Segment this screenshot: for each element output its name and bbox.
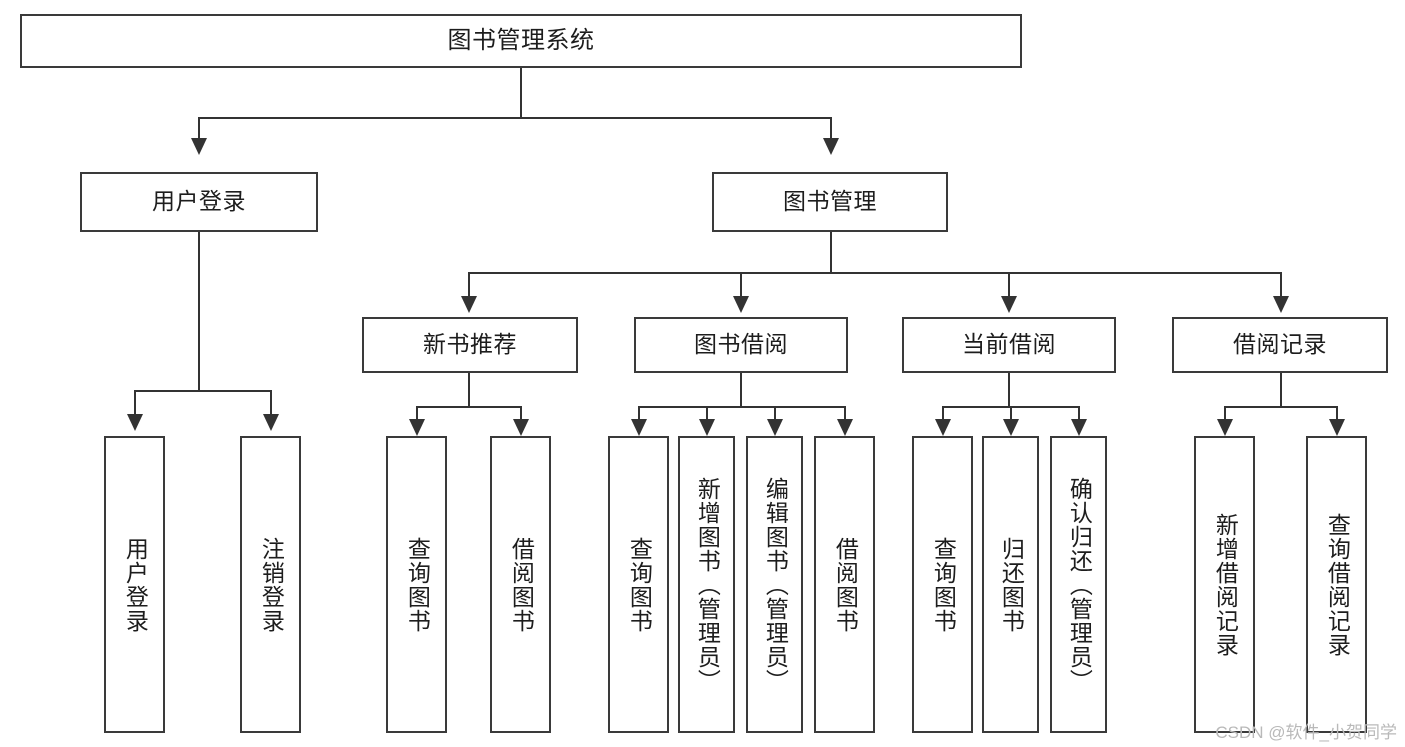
arrowhead-br-add — [1217, 419, 1233, 436]
arrowhead-cb-confirm — [1071, 419, 1087, 436]
node-label: 编辑图书（管理员） — [762, 476, 789, 693]
connector-drop-nb-query — [416, 406, 418, 422]
connector-drop-bb-borrow — [844, 406, 846, 422]
node-label: 查询图书 — [626, 536, 653, 633]
connector-book-borrow-bar — [638, 406, 844, 408]
leaf-cb-query-book[interactable]: 查询图书 — [912, 436, 973, 733]
leaf-nb-borrow-book[interactable]: 借阅图书 — [490, 436, 551, 733]
leaf-bb-query-book[interactable]: 查询图书 — [608, 436, 669, 733]
connector-root-stem — [520, 68, 522, 117]
leaf-nb-query-book[interactable]: 查询图书 — [386, 436, 447, 733]
node-book-borrow[interactable]: 图书借阅 — [634, 317, 848, 373]
connector-drop-book-borrow — [740, 272, 742, 298]
arrowhead-bb-add — [699, 419, 715, 436]
node-label: 借阅记录 — [1233, 331, 1327, 358]
connector-drop-cb-query — [942, 406, 944, 422]
connector-borrow-record-bar — [1224, 406, 1336, 408]
connector-book-manage-stem — [830, 232, 832, 272]
connector-drop-leaf-logout — [270, 390, 272, 416]
arrowhead-current-borrow — [1001, 296, 1017, 313]
connector-drop-nb-borrow — [520, 406, 522, 422]
connector-user-login-stem — [198, 232, 200, 390]
arrowhead-nb-borrow — [513, 419, 529, 436]
node-label: 归还图书 — [998, 536, 1025, 633]
node-label: 当前借阅 — [962, 331, 1056, 358]
node-user-login[interactable]: 用户登录 — [80, 172, 318, 232]
connector-level1-bar — [198, 117, 832, 119]
arrowhead-cb-query — [935, 419, 951, 436]
connector-drop-new-book — [468, 272, 470, 298]
arrowhead-book-borrow — [733, 296, 749, 313]
arrowhead-user-login — [191, 138, 207, 155]
arrowhead-new-book — [461, 296, 477, 313]
leaf-cb-return-book[interactable]: 归还图书 — [982, 436, 1039, 733]
connector-drop-cb-confirm — [1078, 406, 1080, 422]
node-label: 图书管理 — [783, 188, 877, 215]
connector-drop-bb-edit — [774, 406, 776, 422]
node-borrow-record[interactable]: 借阅记录 — [1172, 317, 1388, 373]
connector-drop-bb-query — [638, 406, 640, 422]
node-label: 图书管理系统 — [447, 26, 595, 54]
arrowhead-leaf-user-login — [127, 414, 143, 431]
node-label: 新书推荐 — [423, 331, 517, 358]
connector-drop-current-borrow — [1008, 272, 1010, 298]
node-label: 借阅图书 — [508, 536, 535, 633]
connector-drop-book-manage — [830, 117, 832, 140]
node-label: 查询图书 — [404, 536, 431, 633]
node-root-system[interactable]: 图书管理系统 — [20, 14, 1022, 68]
node-book-management[interactable]: 图书管理 — [712, 172, 948, 232]
node-label: 查询图书 — [930, 536, 957, 633]
leaf-user-login[interactable]: 用户登录 — [104, 436, 165, 733]
leaf-br-query-record[interactable]: 查询借阅记录 — [1306, 436, 1367, 733]
connector-borrow-record-stem — [1280, 373, 1282, 406]
connector-drop-br-query — [1336, 406, 1338, 422]
leaf-bb-borrow-book[interactable]: 借阅图书 — [814, 436, 875, 733]
leaf-logout[interactable]: 注销登录 — [240, 436, 301, 733]
leaf-bb-edit-book-admin[interactable]: 编辑图书（管理员） — [746, 436, 803, 733]
node-label: 新增借阅记录 — [1212, 512, 1239, 657]
arrowhead-book-manage — [823, 138, 839, 155]
arrowhead-bb-query — [631, 419, 647, 436]
leaf-cb-confirm-return-admin[interactable]: 确认归还（管理员） — [1050, 436, 1107, 733]
connector-drop-borrow-record — [1280, 272, 1282, 298]
node-label: 借阅图书 — [832, 536, 859, 633]
connector-current-borrow-stem — [1008, 373, 1010, 406]
node-label: 确认归还（管理员） — [1066, 476, 1093, 693]
node-label: 用户登录 — [152, 188, 246, 215]
connector-level2-bar — [468, 272, 1280, 274]
node-label: 新增图书（管理员） — [694, 476, 721, 693]
connector-book-borrow-stem — [740, 373, 742, 406]
node-label: 注销登录 — [258, 536, 285, 633]
arrowhead-borrow-record — [1273, 296, 1289, 313]
node-label: 用户登录 — [122, 536, 149, 633]
arrowhead-leaf-logout — [263, 414, 279, 431]
connector-drop-bb-add — [706, 406, 708, 422]
watermark-text: CSDN @软件_小贺同学 — [1215, 723, 1397, 742]
arrowhead-br-query — [1329, 419, 1345, 436]
leaf-br-add-record[interactable]: 新增借阅记录 — [1194, 436, 1255, 733]
node-new-book-recommend[interactable]: 新书推荐 — [362, 317, 578, 373]
arrowhead-cb-return — [1003, 419, 1019, 436]
connector-drop-user-login — [198, 117, 200, 140]
connector-drop-br-add — [1224, 406, 1226, 422]
connector-new-book-bar — [416, 406, 520, 408]
node-current-borrow[interactable]: 当前借阅 — [902, 317, 1116, 373]
connector-drop-cb-return — [1010, 406, 1012, 422]
connector-user-login-bar — [134, 390, 270, 392]
node-label: 查询借阅记录 — [1324, 512, 1351, 657]
connector-drop-leaf-user-login — [134, 390, 136, 416]
arrowhead-bb-borrow — [837, 419, 853, 436]
connector-new-book-stem — [468, 373, 470, 406]
node-label: 图书借阅 — [694, 331, 788, 358]
arrowhead-nb-query — [409, 419, 425, 436]
leaf-bb-add-book-admin[interactable]: 新增图书（管理员） — [678, 436, 735, 733]
arrowhead-bb-edit — [767, 419, 783, 436]
